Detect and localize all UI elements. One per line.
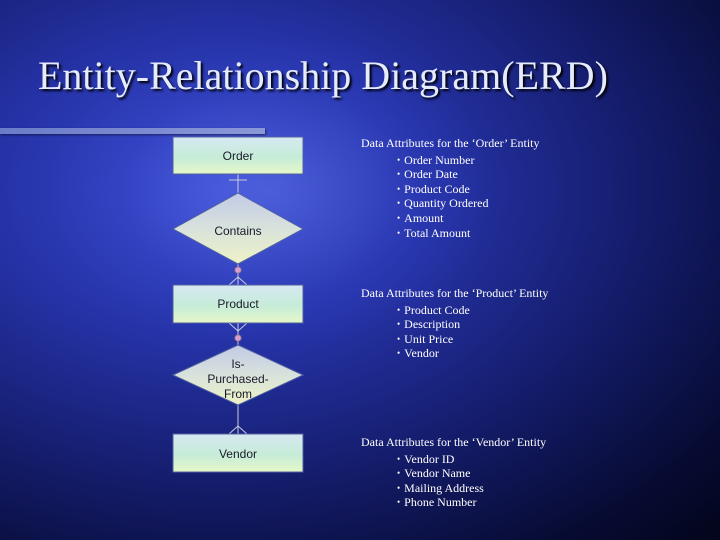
entity-vendor: Vendor [172,433,304,473]
attributes-product: Data Attributes for the ‘Product’ Entity… [361,286,548,361]
entity-product-label: Product [217,297,259,311]
attributes-vendor-list: Vendor ID Vendor Name Mailing Address Ph… [397,452,546,510]
attribute-item: Total Amount [397,226,540,241]
attributes-product-list: Product Code Description Unit Price Vend… [397,303,548,361]
title-underline [0,128,265,134]
entity-vendor-label: Vendor [219,447,257,461]
attributes-vendor: Data Attributes for the ‘Vendor’ Entity … [361,435,546,510]
attributes-vendor-heading: Data Attributes for the ‘Vendor’ Entity [361,435,547,449]
attribute-item: Order Number [397,153,540,168]
optional-circle-product [234,334,242,342]
optional-circle-contains [234,266,242,274]
relationship-purchased-label-line3: From [224,387,252,401]
entity-order: Order [172,136,304,175]
attribute-item: Product Code [397,182,540,197]
attributes-product-heading: Data Attributes for the ‘Product’ Entity [361,286,549,300]
entity-order-label: Order [223,149,254,163]
page-title: Entity-Relationship Diagram(ERD) [38,53,608,98]
crowfoot-vendor-right [237,425,248,435]
attribute-item: Amount [397,211,540,226]
attributes-order: Data Attributes for the ‘Order’ Entity O… [361,136,540,240]
attribute-item: Unit Price [397,332,548,347]
attribute-item: Order Date [397,167,540,182]
relationship-purchased-label-line2: Purchased- [207,372,268,386]
attributes-order-list: Order Number Order Date Product Code Qua… [397,153,540,241]
optional-markers [234,266,242,342]
attribute-item: Vendor [397,346,548,361]
attribute-item: Quantity Ordered [397,196,540,211]
attributes-order-heading: Data Attributes for the ‘Order’ Entity [361,136,540,150]
relationship-purchased-label-line1: Is- [231,357,244,371]
crowfoot-product-top [228,276,248,332]
crowfoot-vendor-left [228,425,239,435]
attribute-item: Mailing Address [397,481,546,496]
entity-product: Product [172,284,304,324]
relationship-contains: Contains [171,192,305,265]
attribute-item: Vendor Name [397,466,546,481]
attribute-item: Phone Number [397,495,546,510]
attribute-item: Vendor ID [397,452,546,467]
attribute-item: Description [397,317,548,332]
relationship-contains-label: Contains [214,224,261,238]
relationship-is-purchased-from: Is- Purchased- From [171,344,305,406]
attribute-item: Product Code [397,303,548,318]
